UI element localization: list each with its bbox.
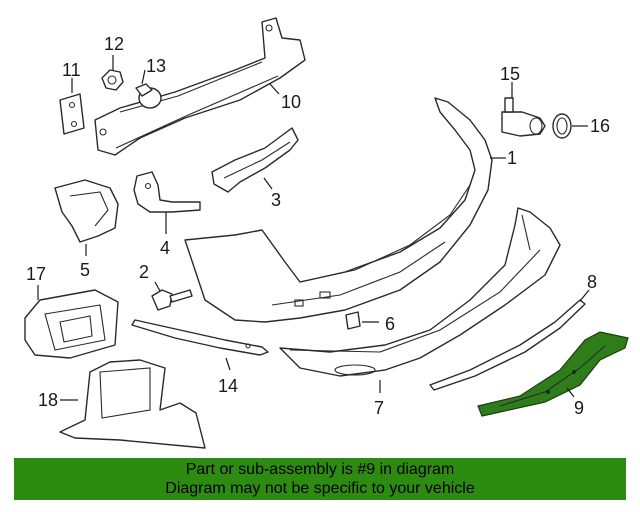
part-17-radar-module[interactable] — [24, 289, 119, 359]
part-9-energy-absorber[interactable] — [477, 331, 629, 417]
callout-12: 12 — [104, 34, 124, 54]
part-2-bolt[interactable] — [151, 289, 193, 311]
parts-diagram: 1 2 3 4 5 6 7 8 9 10 11 12 13 14 15 16 1… — [24, 17, 629, 449]
callout-5: 5 — [80, 260, 90, 280]
part-1-bumper-cover[interactable] — [184, 97, 493, 323]
part-16-sensor-ring[interactable] — [552, 113, 572, 139]
callout-8: 8 — [587, 272, 597, 292]
part-11-bracket-plate[interactable] — [59, 93, 85, 135]
callout-17: 17 — [26, 264, 46, 284]
callout-4: 4 — [160, 238, 170, 258]
part-info-banner: Part or sub-assembly is #9 in diagram Di… — [14, 458, 626, 500]
part-5-bracket[interactable] — [54, 179, 119, 243]
part-3-bracket[interactable] — [211, 127, 299, 193]
part-4-bracket[interactable] — [133, 171, 201, 213]
callout-1: 1 — [507, 148, 517, 168]
part-15-sensor[interactable] — [501, 97, 546, 137]
callout-2: 2 — [139, 262, 149, 282]
callout-3: 3 — [271, 190, 281, 210]
part-7-lower-trim[interactable] — [279, 207, 561, 377]
callout-14: 14 — [218, 376, 238, 396]
callout-13: 13 — [146, 56, 166, 76]
callout-10: 10 — [281, 92, 301, 112]
part-18-module-bracket[interactable] — [59, 359, 206, 449]
callout-9: 9 — [574, 398, 584, 418]
callout-16: 16 — [590, 116, 610, 136]
banner-line-2: Diagram may not be specific to your vehi… — [165, 480, 475, 497]
callout-6: 6 — [385, 314, 395, 334]
callout-15: 15 — [500, 64, 520, 84]
callout-11: 11 — [62, 60, 81, 80]
part-8-trim-strip[interactable] — [429, 299, 586, 391]
part-12-nut[interactable] — [101, 69, 124, 91]
callout-18: 18 — [38, 390, 58, 410]
leader-lines — [37, 55, 590, 401]
part-6-clip[interactable] — [345, 311, 361, 330]
part-14-molding-strip[interactable] — [131, 319, 269, 356]
part-10-reinforcement-bar[interactable] — [94, 17, 306, 156]
banner-line-1: Part or sub-assembly is #9 in diagram — [185, 461, 455, 478]
callout-7: 7 — [374, 398, 384, 418]
part-13-clip[interactable] — [135, 83, 162, 109]
